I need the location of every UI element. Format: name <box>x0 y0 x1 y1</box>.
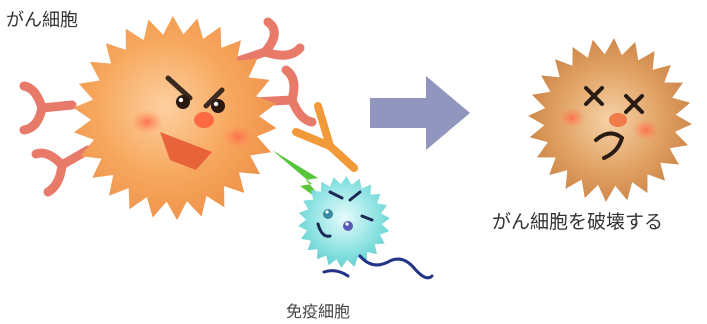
x-eye-right-b <box>624 94 644 114</box>
antibody <box>292 102 358 172</box>
cancer-cell-face <box>131 75 254 170</box>
cancer-cell-label: がん細胞 <box>6 10 78 31</box>
cancer-cell-body <box>73 16 277 220</box>
destroy-caption: がん細胞を破壊する <box>492 211 664 233</box>
receptor-left-lower <box>31 145 93 197</box>
immune-eye-right <box>343 221 353 231</box>
dead-mouth <box>594 131 625 160</box>
receptor-top <box>230 17 305 67</box>
transition-arrow <box>370 76 470 150</box>
brow-right <box>203 87 225 109</box>
cheek-left <box>131 110 163 134</box>
receptor-left-upper <box>19 81 77 135</box>
receptor-right <box>250 65 317 127</box>
eye-left <box>176 95 190 109</box>
dead-nose <box>609 113 627 127</box>
immune-cell-body <box>298 176 390 268</box>
immune-eye-left <box>323 209 333 219</box>
immune-tail-short <box>322 269 350 278</box>
brow-left <box>165 75 193 101</box>
immune-cell-label: 免疫細胞 <box>286 302 351 321</box>
eye-right <box>211 99 225 113</box>
immune-tail <box>358 254 434 280</box>
cheek-right <box>222 125 254 149</box>
destroyed-cancer-cell-face <box>558 86 660 160</box>
x-eye-left-b <box>584 86 604 106</box>
nose <box>194 112 214 128</box>
immune-cell-face <box>316 190 374 238</box>
receptors <box>19 17 317 197</box>
mouth <box>160 132 212 170</box>
